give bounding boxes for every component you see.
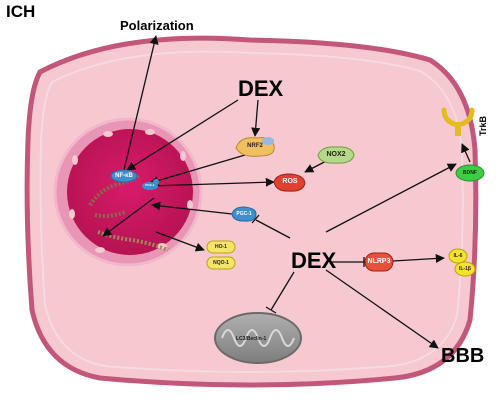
pgc1-label: PGC-1 [236, 211, 252, 217]
diagram-title: ICH [6, 2, 36, 21]
nuclear-pores [69, 129, 193, 253]
nucleus [67, 129, 193, 255]
il6-shape [448, 248, 468, 264]
il6-label: IL-6 [453, 253, 463, 259]
lc3-beclin-label: LC3/Beclin-1 [236, 336, 267, 342]
dex-top-label: DEX [238, 76, 284, 101]
ros-label: ROS [282, 178, 298, 185]
molecule-shapes [110, 137, 485, 277]
dna-helix [97, 230, 169, 252]
il1b-label: IL-1β [459, 266, 471, 272]
trkb-label: TrkB [478, 115, 488, 136]
nrf2-label: NRF2 [247, 143, 263, 149]
nox2-shape [317, 146, 355, 164]
dex-main-label: DEX [291, 248, 337, 273]
il1b-shape [454, 261, 476, 277]
arrows [102, 35, 471, 349]
mitochondrion [214, 312, 302, 364]
pgc1-shape [231, 206, 257, 222]
bdnf-label: BDNF [463, 170, 477, 176]
nqo1-shape [206, 256, 236, 270]
trkb-receptor [441, 107, 475, 136]
nfkb-shape [110, 169, 138, 183]
ho1-label: HO-1 [215, 244, 227, 250]
pgc1-nuc-label: PGC-1 [145, 183, 155, 187]
nlrp3-label: NLRP3 [367, 258, 391, 265]
bbb-label: BBB [441, 345, 485, 367]
cell-inner-membrane [39, 50, 464, 373]
ros-shape [273, 173, 306, 192]
nox2-label: NOX2 [326, 151, 346, 158]
nqo1-label: NQO-1 [213, 260, 229, 266]
polarization-label: Polarization [120, 18, 194, 33]
ho1-shape [206, 240, 236, 254]
bdnf-shape [455, 164, 485, 182]
inhibition-lines [251, 214, 365, 314]
nfkb-label: NF-κB [115, 173, 133, 179]
nlrp3-shape [364, 252, 394, 272]
